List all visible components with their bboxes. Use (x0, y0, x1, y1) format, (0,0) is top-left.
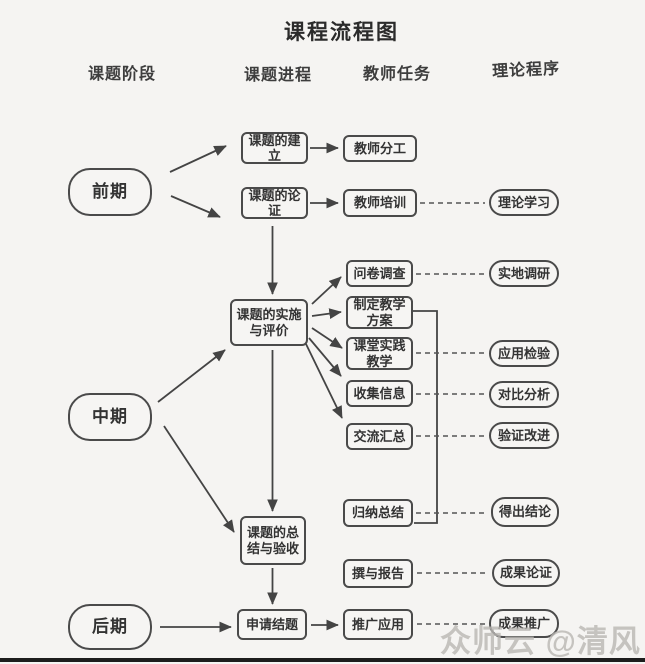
arrow-implement-to-exchange (305, 343, 343, 419)
node-teacher-training: 教师培训 (343, 189, 417, 217)
node-achievement-promo: 成果推广 (489, 609, 559, 638)
connector-plan-to-induce (413, 310, 438, 524)
node-demonstrate: 课题的论证 (241, 187, 308, 219)
node-promote-apply: 推广应用 (343, 609, 413, 640)
node-write-report: 撰与报告 (343, 559, 413, 588)
arrow-early-to-demonstrate (170, 195, 221, 218)
arrow-implement-to-collect (308, 337, 342, 377)
bottom-edge-bar (0, 658, 645, 662)
node-questionnaire: 问卷调查 (346, 260, 413, 287)
node-stage-late: 后期 (68, 604, 152, 650)
arrow-early-to-establish (169, 145, 227, 173)
node-achievement-demo: 成果论证 (492, 559, 560, 587)
column-header-process: 课题进程 (243, 67, 312, 84)
node-implement: 课题的实施与评价 (230, 299, 308, 346)
node-induce-conclude: 归纳总结 (343, 499, 413, 527)
node-comparative-analysis: 对比分析 (489, 381, 559, 408)
node-verify-improve: 验证改进 (489, 422, 559, 449)
node-summarize: 课题的总结与验收 (240, 516, 306, 565)
node-stage-mid: 中期 (68, 393, 152, 441)
node-stage-early: 前期 (68, 168, 152, 216)
page-title: 课程流程图 (284, 21, 399, 44)
node-field-research: 实地调研 (489, 260, 559, 287)
node-establish: 课题的建立 (241, 132, 308, 164)
node-apply-close: 申请结题 (237, 609, 307, 640)
arrow-implement-to-plan (311, 308, 342, 319)
watermark: 众师云 @清风 (440, 624, 641, 659)
node-collect-info: 收集信息 (346, 380, 413, 407)
node-draw-conclusion: 得出结论 (491, 497, 559, 527)
node-application-test: 应用检验 (489, 340, 559, 367)
arrow-mid-to-implement (157, 349, 226, 403)
column-header-stage: 课题阶段 (87, 66, 156, 83)
column-header-task: 教师任务 (362, 66, 431, 83)
arrow-implement-to-practice (311, 327, 343, 349)
arrow-implement-to-questionnaire (311, 276, 342, 305)
node-theory-study: 理论学习 (489, 189, 559, 216)
arrow-mid-to-summarize (163, 425, 235, 533)
node-classroom-practice: 课堂实践教学 (346, 337, 413, 370)
node-exchange-summary: 交流汇总 (346, 423, 413, 450)
node-teacher-division: 教师分工 (343, 135, 417, 162)
node-plan-teaching: 制定教学方案 (346, 296, 413, 329)
